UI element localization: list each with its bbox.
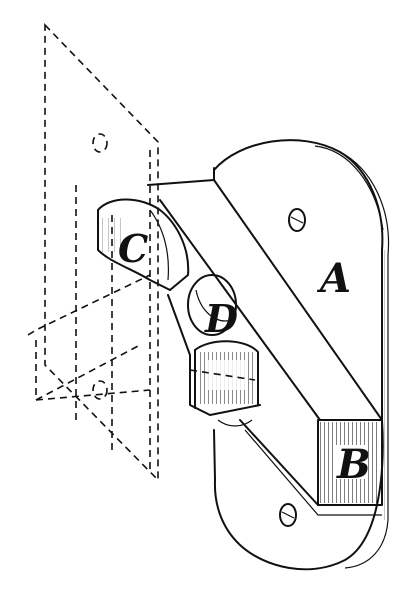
latch-block — [167, 294, 261, 427]
bottom-screw — [279, 503, 297, 527]
knob-d — [187, 274, 237, 336]
bolt-block — [147, 167, 383, 516]
label-c: C — [118, 226, 148, 271]
label-d: D — [204, 296, 238, 341]
cam-c — [97, 198, 190, 291]
top-screw — [288, 208, 306, 232]
label-b: B — [336, 441, 371, 488]
dashed-keeper-plate — [27, 23, 159, 482]
label-a: A — [316, 255, 351, 302]
